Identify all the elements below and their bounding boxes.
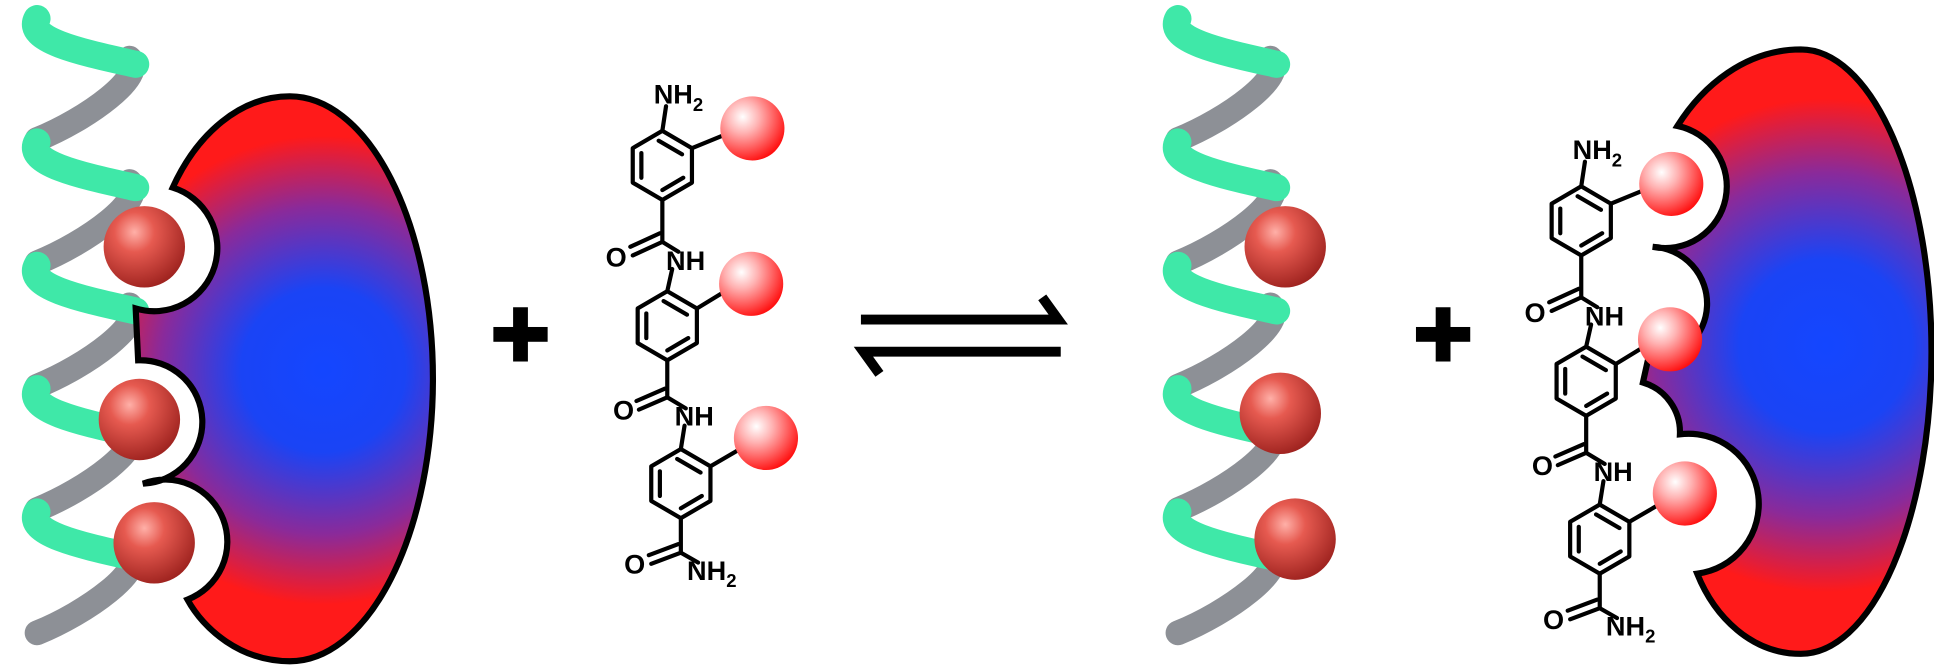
- hotspot-spheres-right: [1239, 206, 1336, 580]
- helix-front-strand: [1163, 5, 1291, 78]
- protein-surface-left: [132, 93, 437, 665]
- plus-sign-right: [1415, 307, 1471, 362]
- helix-mimetic-molecule-free: [606, 79, 798, 592]
- hotspot-spheres-left: [98, 206, 195, 584]
- helix-front-strand: [1163, 128, 1291, 202]
- protein-surface-right: [1639, 46, 1934, 657]
- plus-sign-left: [493, 307, 548, 362]
- helix-front-strand: [22, 251, 150, 325]
- helix-front-strand: [1163, 251, 1291, 325]
- equilibrium-arrows: [853, 294, 1068, 377]
- helix-front-strand: [22, 5, 150, 78]
- helix-front-strand: [22, 128, 150, 202]
